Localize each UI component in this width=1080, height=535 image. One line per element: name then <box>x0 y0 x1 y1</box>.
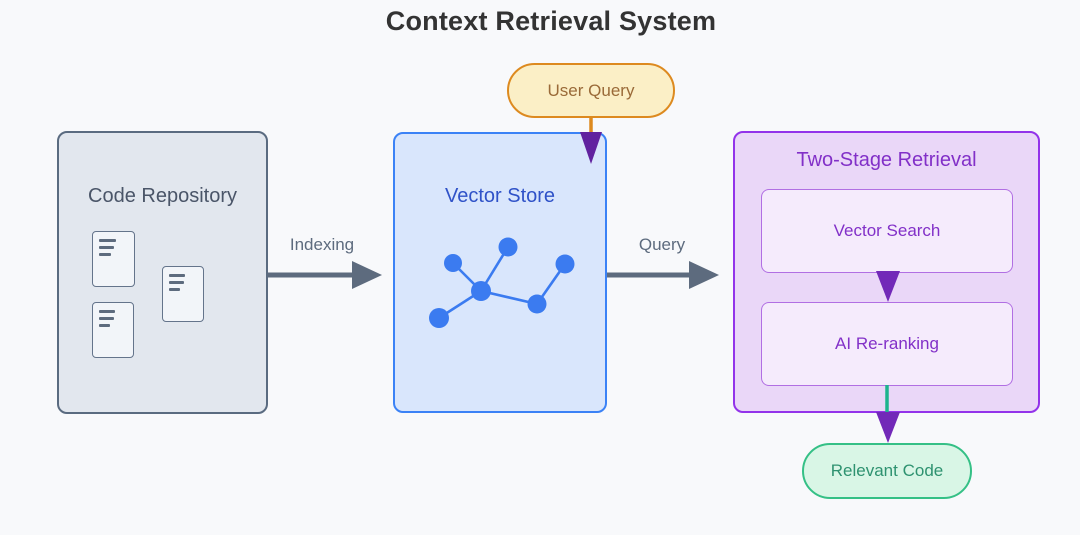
two-stage-retrieval-label: Two-Stage Retrieval <box>796 149 977 171</box>
indexing-arrow <box>268 261 382 289</box>
user-query-label: User Query <box>547 80 635 100</box>
document-icon <box>92 231 135 287</box>
document-text-line <box>99 239 116 242</box>
node-vector-search: Vector Search <box>761 189 1013 273</box>
document-text-line <box>169 288 181 291</box>
indexing-edge-label: Indexing <box>289 235 355 254</box>
page-title: Context Retrieval System <box>385 6 717 36</box>
document-text-line <box>99 317 114 320</box>
query-edge-label: Query <box>638 235 686 254</box>
document-text-line <box>169 281 184 284</box>
query-arrow <box>607 261 719 289</box>
code-repository-label: Code Repository <box>88 185 237 207</box>
document-icon <box>92 302 134 358</box>
document-text-line <box>99 246 115 249</box>
node-vector-store <box>393 132 607 413</box>
document-text-line <box>99 324 111 327</box>
node-ai-reranking: AI Re-ranking <box>761 302 1013 386</box>
document-text-line <box>99 310 116 313</box>
document-text-line <box>99 253 111 256</box>
network-graph-icon <box>429 237 575 328</box>
vector-search-label: Vector Search <box>833 221 941 240</box>
node-relevant-code: Relevant Code <box>802 443 972 499</box>
document-icon <box>162 266 204 322</box>
relevant-code-label: Relevant Code <box>830 461 944 480</box>
ai-reranking-label: AI Re-ranking <box>835 334 939 353</box>
node-user-query: User Query <box>507 63 675 118</box>
document-text-line <box>169 274 186 277</box>
vector-store-label: Vector Store <box>444 185 556 207</box>
